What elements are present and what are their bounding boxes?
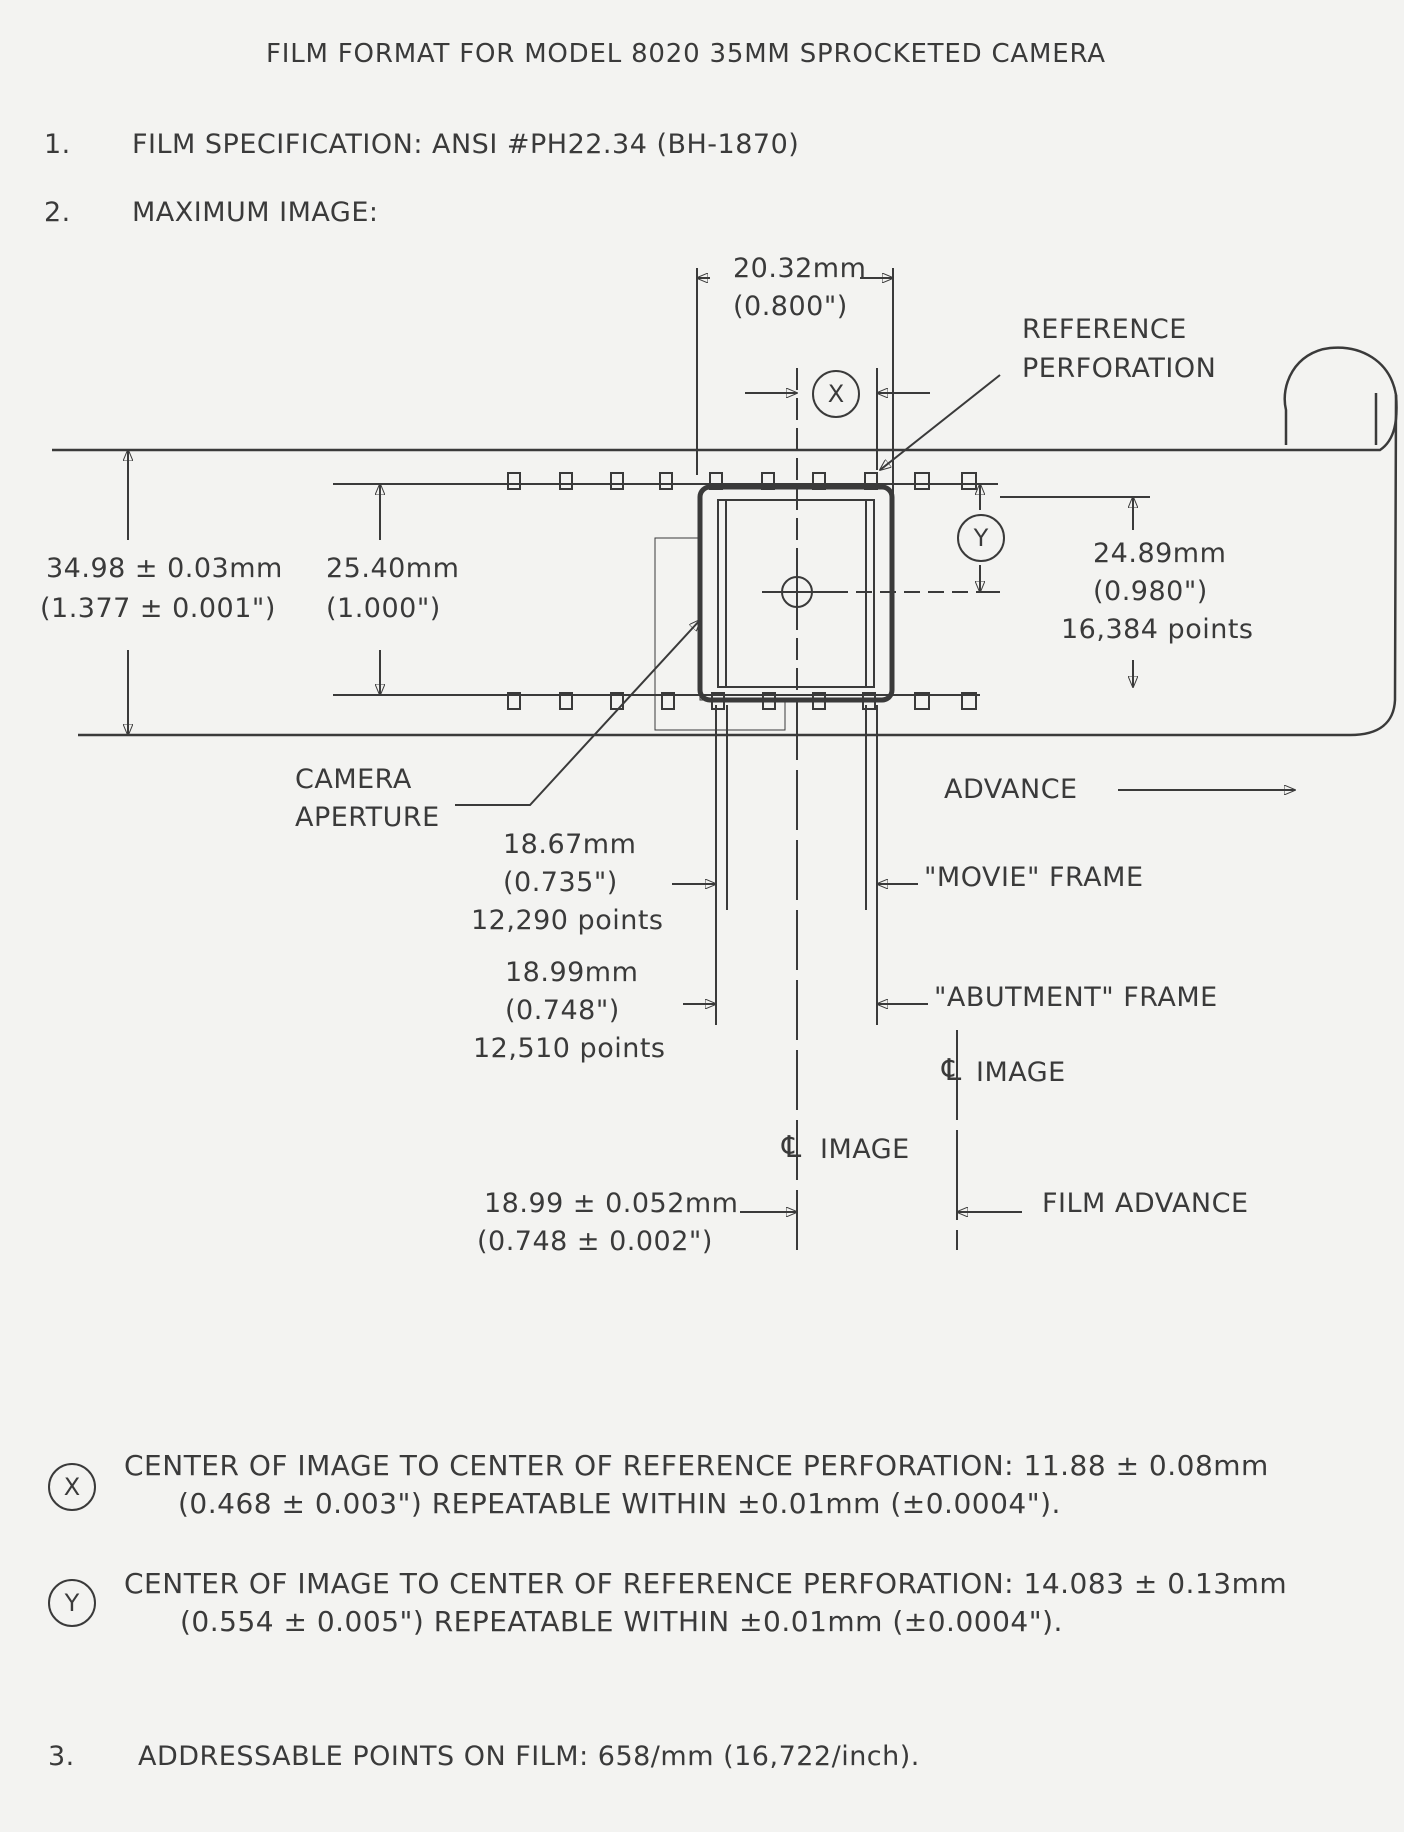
camera-aperture — [697, 484, 1000, 703]
film-advance-label: FILM ADVANCE — [1042, 1188, 1249, 1219]
movie-frame-label: "MOVIE" FRAME — [924, 862, 1144, 893]
abutment-frame-inch: (0.748") — [505, 995, 620, 1026]
page-title: FILM FORMAT FOR MODEL 8020 35MM SPROCKET… — [266, 39, 1106, 69]
note-x-line-1: CENTER OF IMAGE TO CENTER OF REFERENCE P… — [124, 1449, 1269, 1482]
abutment-frame-mm: 18.99mm — [505, 957, 639, 988]
film-width-mm: 34.98 ± 0.03mm — [46, 553, 283, 584]
max-height-mm: 24.89mm — [1093, 538, 1227, 569]
width-dimension-mm: 20.32mm — [733, 253, 867, 284]
y-dimension-symbol: Y — [957, 514, 1005, 562]
advance-label: ADVANCE — [944, 774, 1078, 805]
note-y-line-2: (0.554 ± 0.005") REPEATABLE WITHIN ±0.01… — [180, 1605, 1063, 1638]
addressable-points: ADDRESSABLE POINTS ON FILM: 658/mm (16,7… — [138, 1741, 920, 1772]
note-y-line-1: CENTER OF IMAGE TO CENTER OF REFERENCE P… — [124, 1567, 1288, 1600]
movie-frame-inch: (0.735") — [503, 867, 618, 898]
note-x-line-2: (0.468 ± 0.003") REPEATABLE WITHIN ±0.01… — [178, 1487, 1061, 1520]
note-y-symbol: Y — [48, 1579, 96, 1627]
camera-aperture-label-1: CAMERA — [295, 764, 412, 795]
movie-frame-points: 12,290 points — [471, 905, 664, 936]
film-strip — [52, 346, 1398, 737]
abutment-frame-points: 12,510 points — [473, 1033, 666, 1064]
abutment-frame-label: "ABUTMENT" FRAME — [934, 982, 1218, 1013]
image-height-mm: 25.40mm — [326, 553, 460, 584]
max-height-points: 16,384 points — [1061, 614, 1254, 645]
film-specification: FILM SPECIFICATION: ANSI #PH22.34 (BH-18… — [132, 129, 800, 160]
note-x-symbol: X — [48, 1463, 96, 1511]
centerline-symbol-1: ℄ — [942, 1053, 962, 1088]
image-height-inch: (1.000") — [326, 593, 441, 624]
maximum-image-heading: MAXIMUM IMAGE: — [132, 197, 379, 228]
max-height-inch: (0.980") — [1093, 576, 1208, 607]
film-width-inch: (1.377 ± 0.001") — [40, 593, 276, 624]
item-number-2: 2. — [44, 197, 71, 228]
x-dimension-symbol: X — [812, 370, 860, 418]
pitch-mm: 18.99 ± 0.052mm — [484, 1188, 739, 1219]
item-number-3: 3. — [48, 1741, 75, 1772]
centerline-symbol-2: ℄ — [782, 1130, 802, 1165]
item-number-1: 1. — [44, 129, 71, 160]
pitch-inch: (0.748 ± 0.002") — [477, 1226, 713, 1257]
image-centerline-label-1: IMAGE — [976, 1057, 1066, 1088]
reference-label-1: REFERENCE — [1022, 314, 1187, 345]
movie-frame-mm: 18.67mm — [503, 829, 637, 860]
reference-label-2: PERFORATION — [1022, 353, 1217, 384]
camera-aperture-label-2: APERTURE — [295, 802, 440, 833]
image-centerline-label-2: IMAGE — [820, 1134, 910, 1165]
width-dimension-inch: (0.800") — [733, 291, 848, 322]
